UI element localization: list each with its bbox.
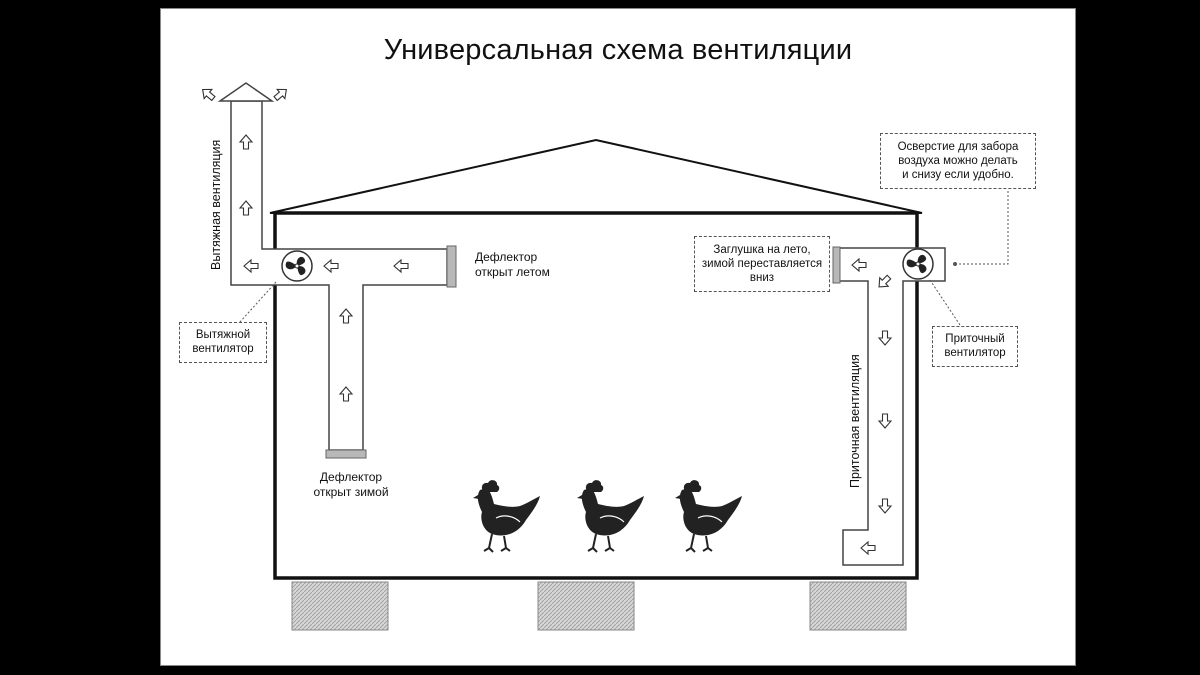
arrow-up-icon <box>271 84 291 104</box>
diagram-title: Универсальная схема вентиляции <box>383 34 853 66</box>
exhaust-fan-leader <box>239 281 277 323</box>
roof <box>269 138 923 214</box>
deflector-summer-label: Дефлектор открыт летом <box>475 250 550 279</box>
exhaust-vertical-label: Вытяжная вентиляция <box>209 139 223 270</box>
deflector-winter <box>325 449 367 459</box>
supply-fan-leader <box>929 279 963 329</box>
deflector-summer <box>446 245 457 288</box>
fan-icon <box>902 248 934 280</box>
plug-box: Заглушка на лето, зимой переставляется в… <box>694 236 830 292</box>
foundation-block-middle <box>537 581 635 631</box>
supply-duct <box>835 247 946 566</box>
fan-icon <box>281 250 313 282</box>
supply-fan-box: Приточный вентилятор <box>932 326 1018 367</box>
roof-cap-icon <box>217 82 275 102</box>
foundation-block-left <box>291 581 389 631</box>
intake-note-box: Осверстие для забора воздуха можно делат… <box>880 133 1036 189</box>
foundation-block-right <box>809 581 907 631</box>
exhaust-duct <box>230 100 448 451</box>
supply-vertical-label: Приточная вентиляция <box>848 354 862 488</box>
deflector-winter-label: Дефлектор открыт зимой <box>313 470 389 499</box>
arrow-up-icon <box>198 84 218 104</box>
exhaust-fan-box: Вытяжной вентилятор <box>179 322 267 363</box>
plug <box>832 246 841 284</box>
intake-leader <box>955 190 1009 265</box>
